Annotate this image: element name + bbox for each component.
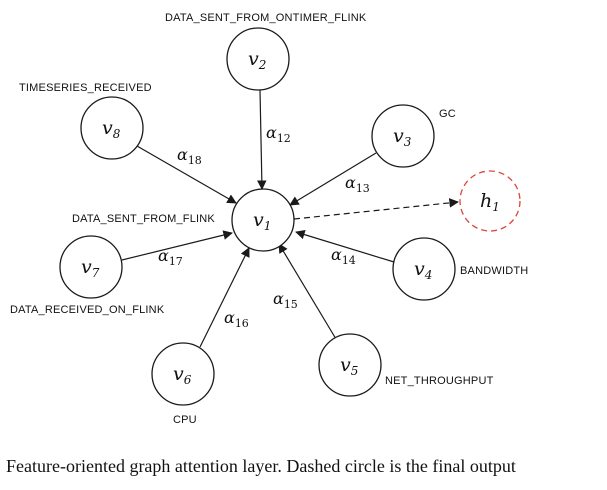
weight-a13: α13 xyxy=(345,173,370,195)
edge-v2-v1 xyxy=(257,89,267,190)
edge-v6-v1 xyxy=(199,247,250,348)
svg-text:v2: v2 xyxy=(248,48,266,72)
edge-v8-v1 xyxy=(136,145,237,204)
node-v2: v2 xyxy=(226,27,290,91)
feature-label-v5: NET_THROUGHPUT xyxy=(385,375,494,387)
feature-label-v8: TIMESERIES_RECEIVED xyxy=(19,82,152,94)
weight-a18: α18 xyxy=(177,145,202,167)
attention-graph: v1 v2 v3 v4 v5 v6 v7 v8 h1 α12 α13 α14 α… xyxy=(10,12,528,426)
node-h1-output: h1 xyxy=(459,170,521,232)
svg-text:v7: v7 xyxy=(81,256,100,280)
feature-label-v2: DATA_SENT_FROM_ONTIMER_FLINK xyxy=(165,12,367,24)
node-v5: v5 xyxy=(318,333,382,397)
edge-v3-v1 xyxy=(289,152,377,206)
weight-a17: α17 xyxy=(158,246,183,268)
feature-label-v1: DATA_SENT_FROM_FLINK xyxy=(72,213,215,225)
svg-text:v1: v1 xyxy=(253,209,271,233)
node-v6: v6 xyxy=(151,342,215,406)
edge-v5-v1 xyxy=(278,243,337,340)
node-v8: v8 xyxy=(80,96,144,160)
svg-text:v6: v6 xyxy=(173,363,192,387)
feature-label-v7: DATA_RECEIVED_ON_FLINK xyxy=(10,304,165,316)
svg-text:v8: v8 xyxy=(102,117,121,141)
node-v1: v1 xyxy=(231,188,295,252)
figure-caption: Feature-oriented graph attention layer. … xyxy=(6,456,516,476)
weight-a16: α16 xyxy=(224,308,249,330)
node-v3: v3 xyxy=(371,104,435,168)
svg-text:h1: h1 xyxy=(480,190,500,214)
weight-a15: α15 xyxy=(273,289,298,311)
weight-a12: α12 xyxy=(266,123,291,145)
feature-label-v6: CPU xyxy=(173,414,197,426)
svg-text:v3: v3 xyxy=(393,125,412,149)
svg-text:v5: v5 xyxy=(340,354,358,378)
feature-label-v3: GC xyxy=(439,108,456,120)
edge-v7-v1 xyxy=(121,230,233,261)
svg-text:v4: v4 xyxy=(414,258,432,282)
node-v4: v4 xyxy=(392,237,456,301)
edge-v4-v1 xyxy=(295,229,395,263)
node-v7: v7 xyxy=(59,235,123,299)
weight-a14: α14 xyxy=(331,245,356,267)
feature-label-v4: BANDWIDTH xyxy=(460,265,528,277)
edge-v1-h1 xyxy=(293,198,459,220)
